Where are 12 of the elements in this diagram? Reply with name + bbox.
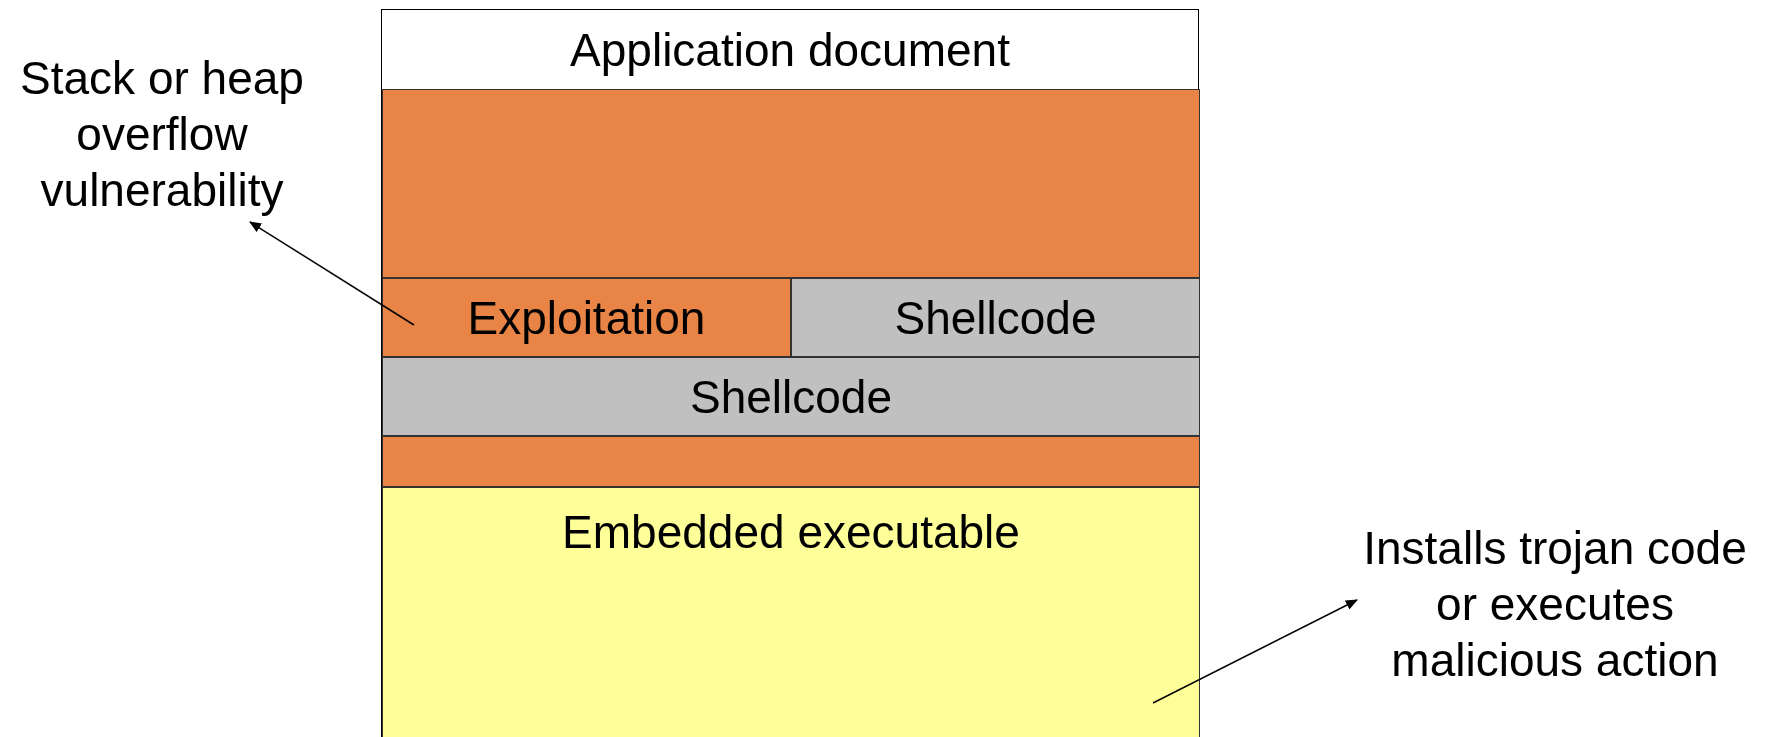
leader-arrow xyxy=(249,221,415,326)
document-title: Application document xyxy=(569,22,1011,78)
callout-text: Installs trojan code or executes malicious action xyxy=(1345,520,1765,688)
data-band xyxy=(382,436,1200,487)
exploit-block: Exploitation xyxy=(382,278,791,357)
callout-text: Stack or heap overflow vulnerability xyxy=(2,50,322,218)
leader-arrow xyxy=(1152,599,1358,704)
shellcode-block: Shellcode xyxy=(382,357,1200,436)
document-box xyxy=(381,9,1199,737)
shellcode-block: Shellcode xyxy=(791,278,1200,357)
executable-block: Embedded executable xyxy=(382,487,1200,737)
data-band xyxy=(382,89,1200,278)
